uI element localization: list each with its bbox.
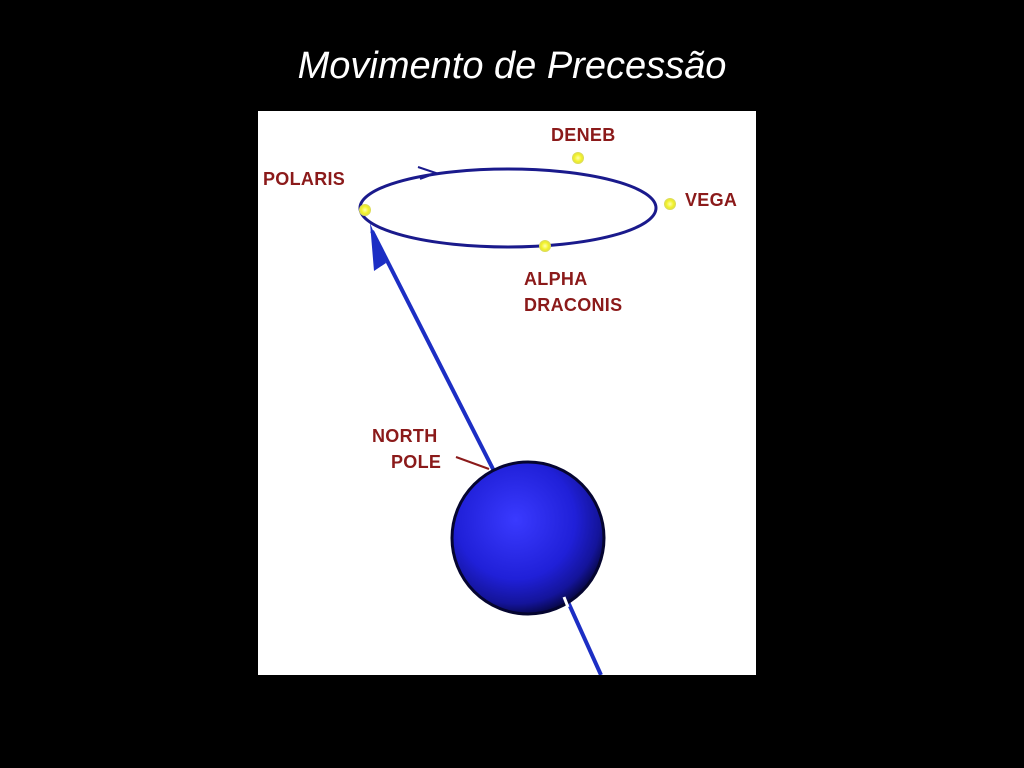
label-north: NORTH: [372, 426, 438, 446]
diagram-svg: DENEB POLARIS VEGA ALPHA DRACONIS NORTH …: [263, 125, 737, 675]
label-polaris: POLARIS: [263, 169, 345, 189]
star-polaris: [359, 204, 371, 216]
axis-arrowhead: [370, 223, 386, 271]
label-vega: VEGA: [685, 190, 737, 210]
star-vega: [664, 198, 676, 210]
precession-diagram: DENEB POLARIS VEGA ALPHA DRACONIS NORTH …: [258, 111, 756, 675]
label-deneb: DENEB: [551, 125, 616, 145]
label-draconis: DRACONIS: [524, 295, 622, 315]
earth-sphere: [450, 460, 606, 616]
south-pole-marker: [562, 596, 570, 608]
orbit-direction-arrow: [417, 166, 439, 180]
label-alpha: ALPHA: [524, 269, 588, 289]
north-pole-pointer: [455, 456, 490, 470]
star-deneb: [572, 152, 584, 164]
label-pole: POLE: [391, 452, 441, 472]
rotation-axis-line: [370, 230, 496, 472]
rotation-axis-lower: [562, 592, 603, 675]
precession-orbit: [358, 167, 658, 249]
star-alpha-draconis: [539, 240, 551, 252]
slide-title: Movimento de Precessão: [297, 45, 727, 87]
